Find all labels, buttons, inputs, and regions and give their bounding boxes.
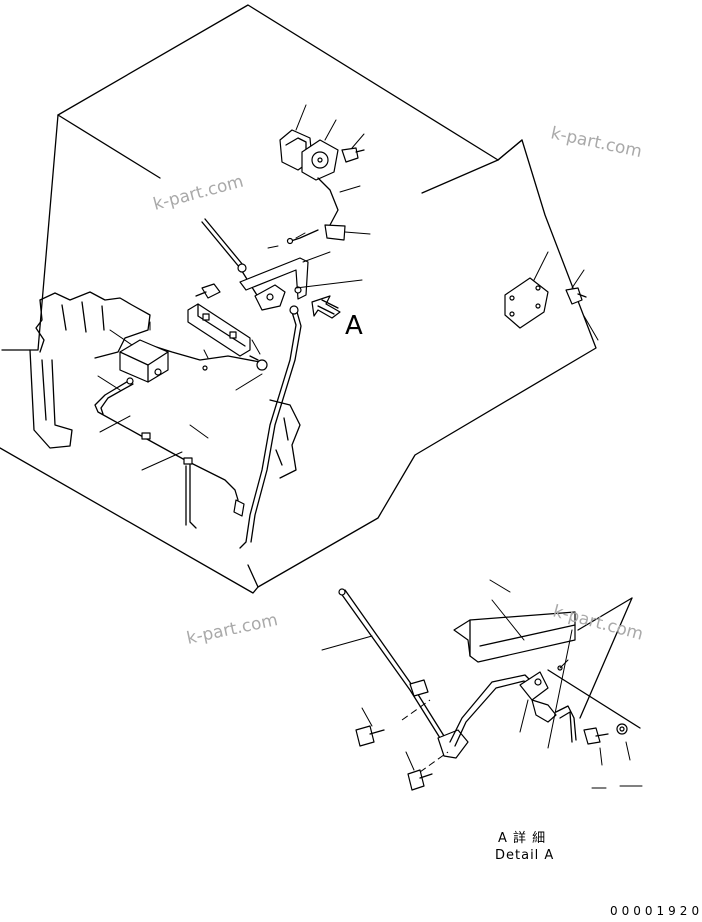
solenoid-box: [109, 321, 209, 383]
watermark-group: k-part.com k-part.com k-part.com k-part.…: [151, 123, 645, 649]
watermark-3: k-part.com: [185, 610, 280, 649]
control-cable: [233, 305, 302, 549]
view-arrow-label: A: [345, 311, 363, 341]
mounting-bracket: [187, 283, 251, 357]
drawing-code: 00001920: [610, 904, 702, 917]
engine-block: [29, 291, 301, 479]
lever-assembly: [201, 218, 363, 311]
watermark-2: k-part.com: [151, 172, 246, 215]
watermark-1: k-part.com: [549, 123, 644, 162]
cab-outline: [0, 4, 597, 594]
throttle-switch: [267, 104, 371, 249]
wire-harness: [94, 375, 239, 529]
inspection-cover: [504, 251, 599, 341]
detail-a-group: [321, 579, 643, 791]
detail-caption-jp: A 詳 細: [498, 830, 546, 846]
view-arrow: A: [311, 295, 363, 341]
detail-caption-en: Detail A: [495, 848, 554, 863]
